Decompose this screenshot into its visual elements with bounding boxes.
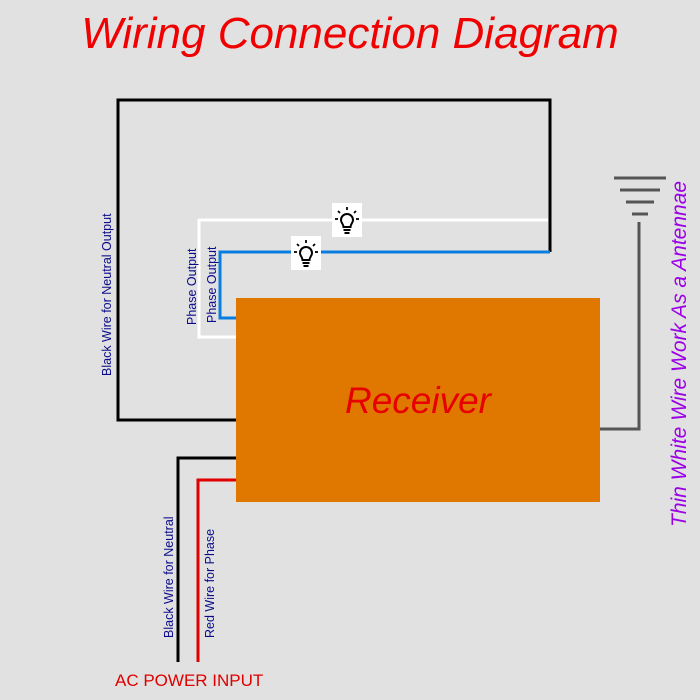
receiver-label: Receiver bbox=[345, 380, 493, 421]
neutral-input-wire bbox=[176, 456, 236, 662]
phase-input-wire bbox=[196, 478, 236, 662]
neutral-input-label: Black Wire for Neutral bbox=[162, 516, 176, 638]
white-phase-output-wire bbox=[197, 218, 548, 339]
blue-phase-output-wire bbox=[218, 250, 550, 320]
bulb-icon bbox=[332, 203, 362, 237]
neutral-output-wire bbox=[116, 98, 552, 422]
diagram-title: Wiring Connection Diagram bbox=[81, 9, 619, 58]
ground-icon bbox=[614, 176, 666, 216]
antenna-label: Thin White Wire Work As a Antennae bbox=[668, 181, 691, 527]
phase-output-label: Phase Output bbox=[205, 246, 219, 323]
antenna-wire bbox=[600, 222, 641, 431]
phase-input-label: Red Wire for Phase bbox=[203, 529, 217, 638]
receiver-box bbox=[236, 298, 600, 502]
phase-output-label: Phase Output bbox=[185, 248, 199, 325]
neutral-output-label: Black Wire for Neutral Output bbox=[100, 213, 114, 376]
ac-power-input-label: AC POWER INPUT bbox=[115, 671, 263, 690]
bulb-icon bbox=[291, 236, 321, 270]
